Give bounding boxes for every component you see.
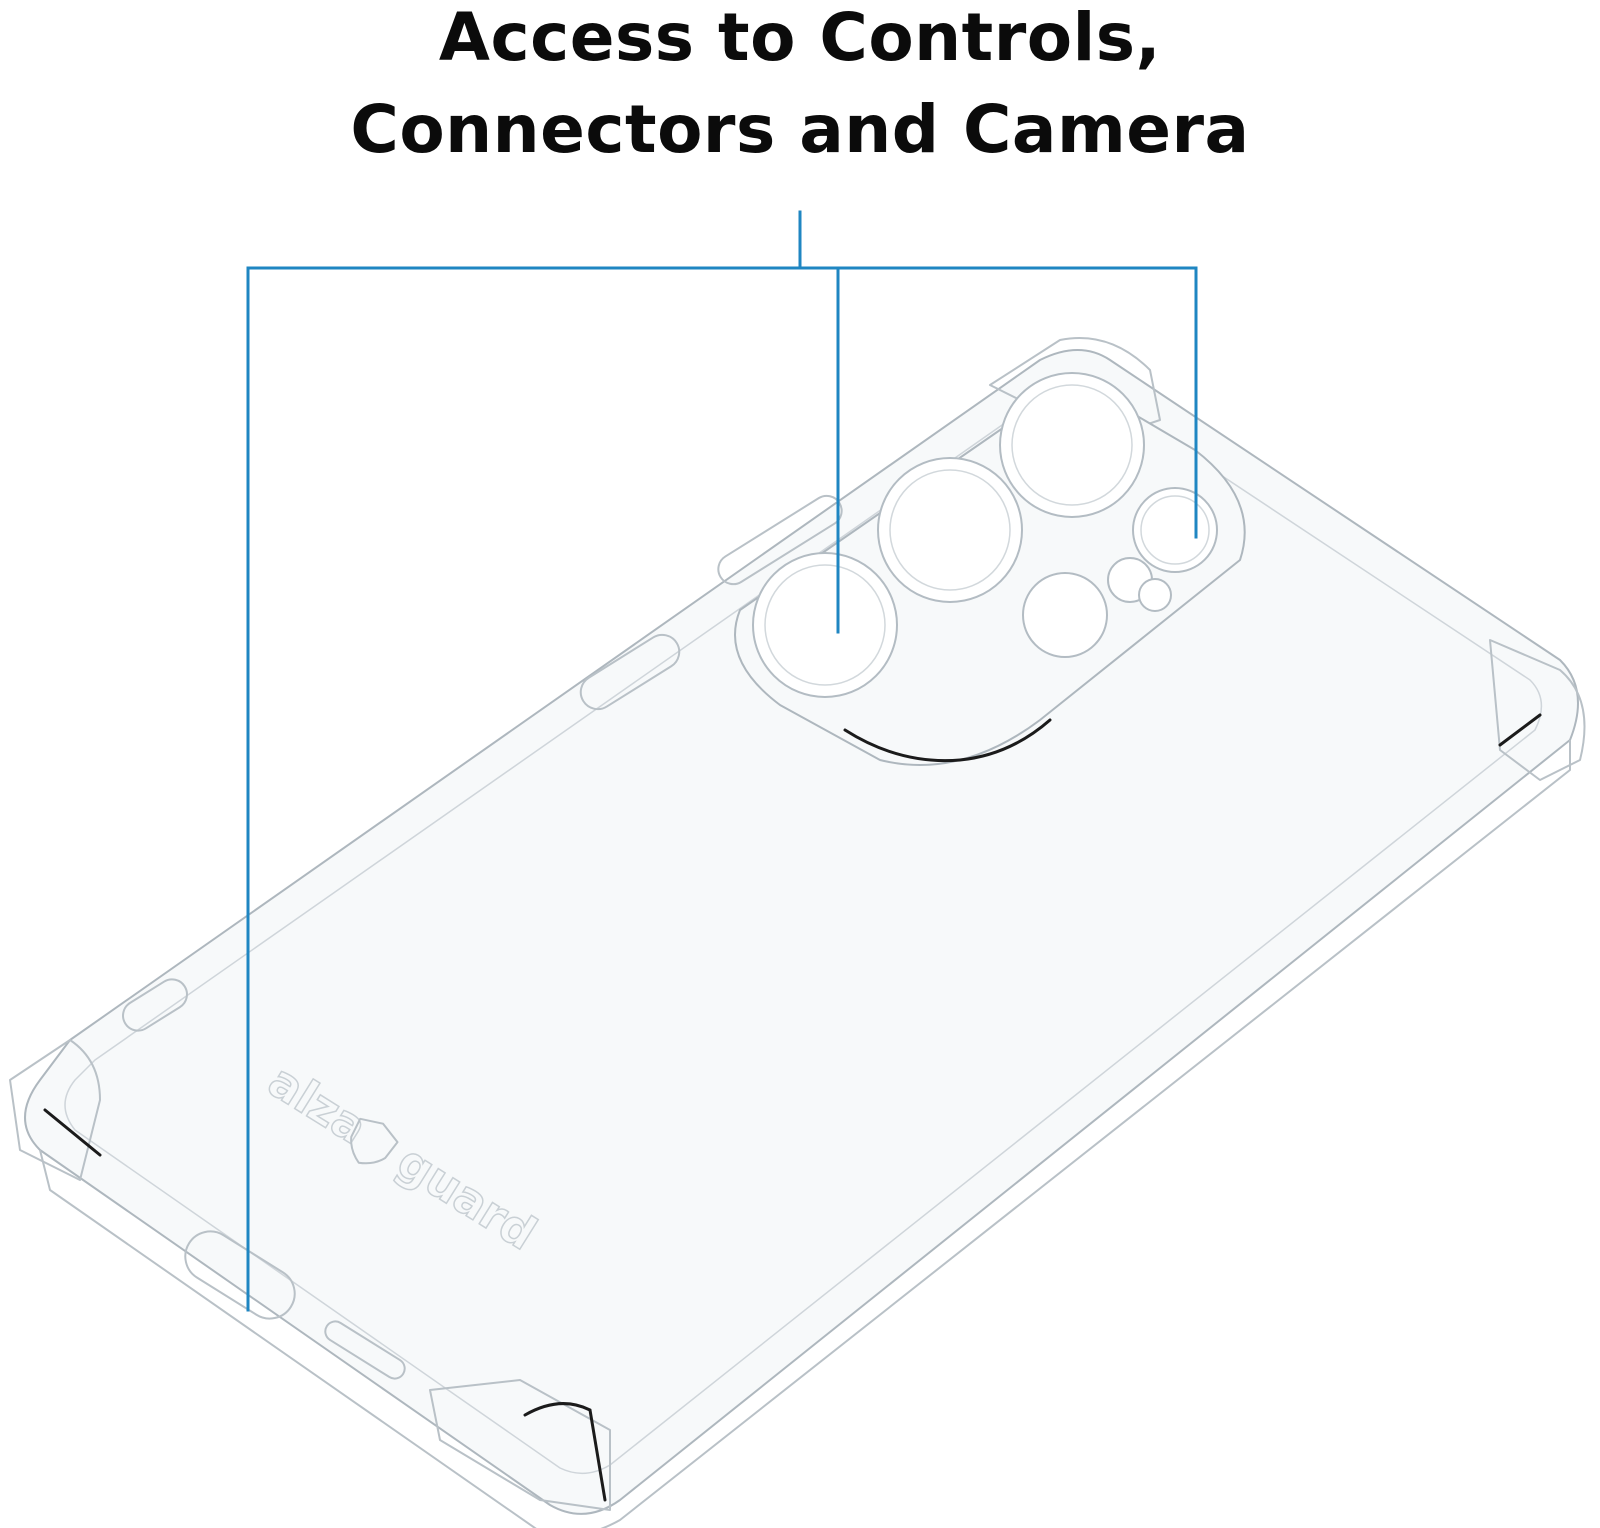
headline: Access to Controls, Connectors and Camer… xyxy=(0,0,1600,176)
camera-lens-3-inner xyxy=(1011,384,1133,506)
bumper-left xyxy=(9,1039,101,1181)
bumper-bottom-dark-edge xyxy=(523,1402,607,1502)
case-back-panel xyxy=(24,349,1579,1515)
camera-island-shadow xyxy=(843,718,1052,763)
camera-lens-4 xyxy=(1132,487,1218,573)
bumper-left-dark-edge xyxy=(43,1108,102,1157)
usb-port-cutout xyxy=(184,1230,296,1320)
case-lower-rim xyxy=(39,740,1571,1528)
headline-line-1: Access to Controls, xyxy=(438,0,1162,76)
speaker-cutout xyxy=(324,1320,406,1380)
flash-cutout xyxy=(1022,572,1108,658)
headline-line-2: Connectors and Camera xyxy=(350,91,1250,168)
bumper-right xyxy=(1489,639,1586,781)
corner-bumpers xyxy=(9,337,1586,1511)
bumper-top xyxy=(989,337,1161,441)
volume-button-cutout xyxy=(579,633,681,711)
camera-lens-1-inner xyxy=(764,564,886,686)
camera-lens-2-inner xyxy=(889,469,1011,591)
camera-lens-1 xyxy=(752,552,898,698)
camera-lens-3 xyxy=(999,372,1145,518)
mic-cutout-top xyxy=(122,978,188,1032)
case-body xyxy=(24,349,1579,1528)
camera-lens-4-inner xyxy=(1140,495,1210,565)
shield-icon xyxy=(350,1117,399,1165)
callout-lines xyxy=(246,210,1198,1312)
bumper-right-dark-edge xyxy=(1498,713,1542,747)
camera-lens-2 xyxy=(877,457,1023,603)
sensor-cutout-2 xyxy=(1138,578,1172,612)
bumper-bottom xyxy=(429,1379,611,1511)
